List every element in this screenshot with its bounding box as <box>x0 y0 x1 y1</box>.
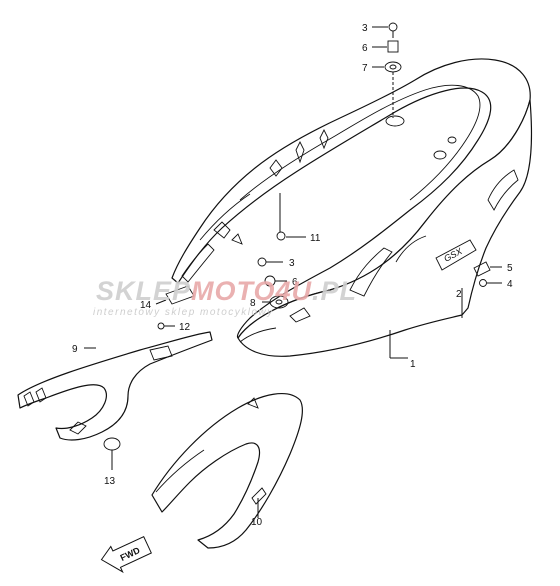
callout-5: 6 <box>362 43 368 54</box>
svg-text:SKLEPMOTO4U.PL: SKLEPMOTO4U.PL <box>96 276 357 306</box>
watermark-part1: SKLEP <box>96 276 191 306</box>
callout-labels: 3 6 7 11 3 6 8 14 12 9 5 4 2 1 13 10 <box>72 23 513 528</box>
watermark-part3: 4U <box>275 276 313 306</box>
leader-lines <box>84 26 502 518</box>
callout-8: 5 <box>507 263 513 274</box>
lower-side-cover <box>151 393 303 549</box>
watermark: SKLEPMOTO4U.PL internetowy sklep motocyk… <box>93 276 357 318</box>
callout-12: 12 <box>179 322 191 333</box>
callout-13: 13 <box>104 476 116 487</box>
callout-2: 2 <box>456 289 462 300</box>
hardware-parts <box>103 22 491 451</box>
left-frame-cover <box>17 331 213 441</box>
watermark-subtitle: internetowy sklep motocyklowy <box>93 307 274 318</box>
seat-tail-cover: GSX <box>171 58 533 357</box>
callout-10: 9 <box>72 344 78 355</box>
callout-6-top: 7 <box>362 63 368 74</box>
callout-9: 11 <box>310 233 321 244</box>
callout-4: 6 <box>292 277 298 288</box>
watermark-part2: MOTO <box>191 276 276 306</box>
callout-3-lower: 3 <box>289 258 295 269</box>
callout-7: 4 <box>507 279 513 290</box>
callout-6-lower: 8 <box>250 298 256 309</box>
watermark-part4: .PL <box>312 276 357 306</box>
callout-3-top: 3 <box>362 23 368 34</box>
callout-1: 1 <box>410 359 416 370</box>
fwd-arrow: FWD <box>100 535 152 574</box>
callout-11: 10 <box>251 517 263 528</box>
callout-14: 14 <box>140 300 152 311</box>
